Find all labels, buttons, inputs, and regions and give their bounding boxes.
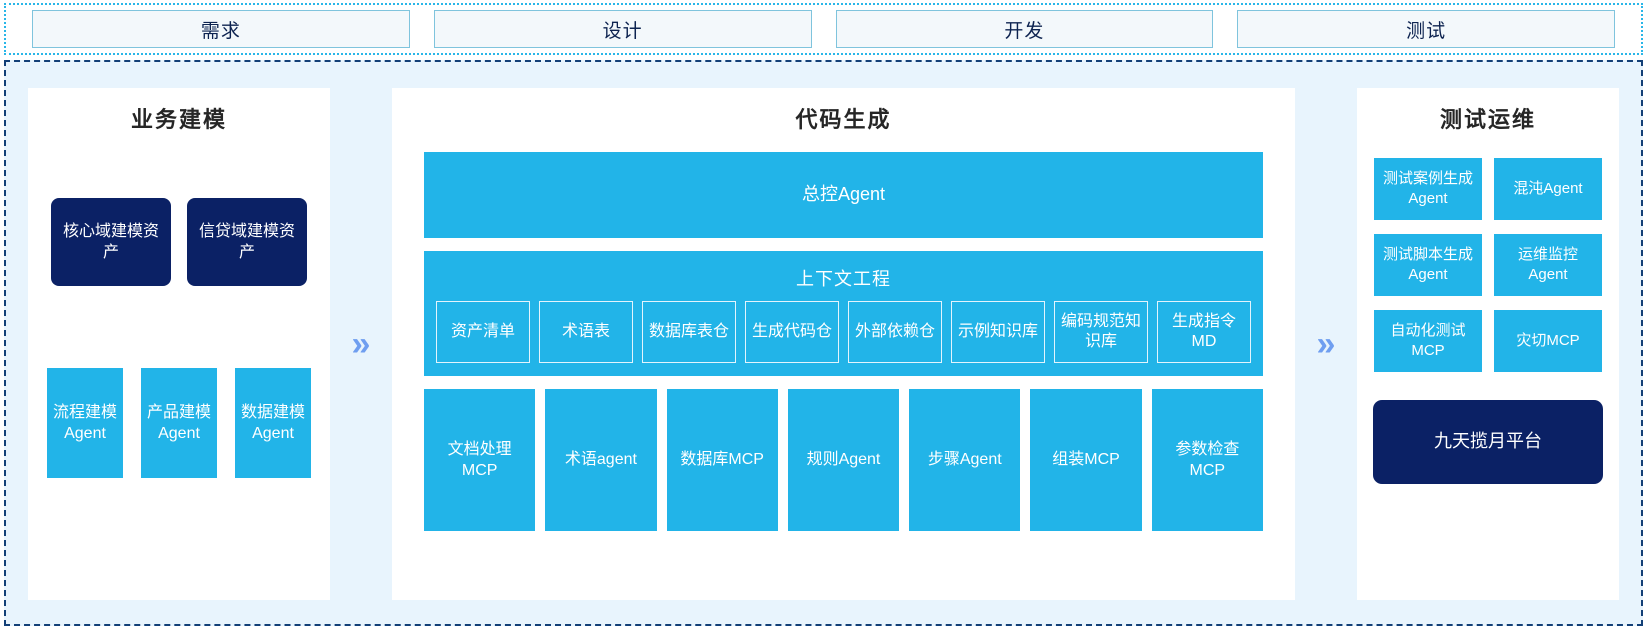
tool-card-glossary-agent[interactable]: 术语agent — [545, 389, 657, 531]
card-label: 组装MCP — [1052, 451, 1120, 469]
card-label: 生成指令MD — [1171, 313, 1236, 350]
platform-card-wrapper: 九天揽月平台 — [1373, 400, 1603, 484]
card-label: 运维监控Agent — [1517, 246, 1578, 283]
card-label: 术语表 — [561, 323, 610, 340]
card-label: 外部依赖仓 — [854, 323, 935, 340]
context-item-glossary[interactable]: 术语表 — [539, 301, 633, 363]
phase-label: 设计 — [602, 20, 643, 42]
card-label: 九天揽月平台 — [1434, 431, 1542, 452]
chevron-right-icon-2: » — [1295, 88, 1357, 600]
master-agent-bar[interactable]: 总控Agent — [424, 152, 1263, 238]
phase-label: 开发 — [1004, 20, 1045, 42]
asset-card-core-domain[interactable]: 核心域建模资产 — [51, 198, 171, 286]
phase-box-testing[interactable]: 测试 — [1237, 10, 1615, 48]
phase-strip: 需求 设计 开发 测试 — [4, 3, 1643, 55]
agent-card-test-script-generation[interactable]: 测试脚本生成Agent — [1374, 234, 1482, 296]
agent-card-ops-monitoring[interactable]: 运维监控Agent — [1494, 234, 1602, 296]
tool-card-rule-agent[interactable]: 规则Agent — [787, 389, 900, 531]
card-label: 测试案例生成Agent — [1382, 170, 1473, 207]
agent-card-chaos[interactable]: 混沌Agent — [1494, 158, 1602, 220]
card-label: 产品建模Agent — [147, 403, 212, 442]
panel-test-operations: 测试运维 测试案例生成Agent 混沌Agent 测试脚本生成Agent 运维监… — [1357, 88, 1619, 600]
test-ops-grid: 测试案例生成Agent 混沌Agent 测试脚本生成Agent 运维监控Agen… — [1374, 158, 1602, 372]
context-item-example-knowledge-base[interactable]: 示例知识库 — [951, 301, 1045, 363]
agent-card-test-case-generation[interactable]: 测试案例生成Agent — [1374, 158, 1482, 220]
business-agents-row: 流程建模Agent 产品建模Agent 数据建模Agent — [47, 368, 311, 478]
panel-title: 代码生成 — [795, 107, 892, 132]
context-items-row: 资产清单 术语表 数据库表仓 生成代码仓 外部依赖仓 — [436, 301, 1251, 363]
tools-row: 文档处理MCP 术语agent 数据库MCP 规则Agent 步骤Agent — [424, 389, 1263, 531]
phase-label: 需求 — [200, 20, 241, 42]
phase-box-requirements[interactable]: 需求 — [32, 10, 410, 48]
context-engineering-block: 上下文工程 资产清单 术语表 数据库表仓 生成代码仓 — [424, 251, 1263, 376]
card-label: 混沌Agent — [1513, 180, 1583, 198]
agent-card-product-modeling[interactable]: 产品建模Agent — [141, 368, 217, 478]
tool-card-database-mcp[interactable]: 数据库MCP — [666, 389, 778, 531]
tool-card-step-agent[interactable]: 步骤Agent — [909, 389, 1021, 531]
tool-card-parameter-check-mcp[interactable]: 参数检查MCP — [1151, 389, 1263, 531]
card-label: 资产清单 — [450, 323, 515, 340]
card-label: 示例知识库 — [957, 323, 1038, 340]
agent-card-disaster-switch-mcp[interactable]: 灾切MCP — [1494, 310, 1602, 372]
card-label: 术语agent — [564, 451, 637, 469]
chevron-right-icon-1: » — [330, 88, 392, 600]
asset-card-credit-domain[interactable]: 信贷域建模资产 — [187, 198, 307, 286]
card-label: 数据库表仓 — [648, 323, 729, 340]
card-label: 数据库MCP — [680, 451, 764, 469]
code-generation-stack: 总控Agent 上下文工程 资产清单 术语表 数据库表仓 — [404, 152, 1283, 531]
card-label: 总控Agent — [801, 184, 886, 205]
context-item-external-dependency-repo[interactable]: 外部依赖仓 — [848, 301, 942, 363]
panel-code-generation: 代码生成 总控Agent 上下文工程 资产清单 术语表 — [392, 88, 1295, 600]
agent-card-data-modeling[interactable]: 数据建模Agent — [235, 368, 311, 478]
agent-card-automated-test-mcp[interactable]: 自动化测试MCP — [1374, 310, 1482, 372]
chevron-glyph: » — [1316, 325, 1336, 363]
panel-title: 业务建模 — [130, 107, 227, 132]
card-label: 核心域建模资产 — [62, 222, 159, 261]
context-item-asset-list[interactable]: 资产清单 — [436, 301, 530, 363]
card-label: 参数检查MCP — [1175, 440, 1240, 479]
card-label: 生成代码仓 — [751, 323, 832, 340]
context-item-coding-standard-knowledge-base[interactable]: 编码规范知识库 — [1054, 301, 1148, 363]
panel-title: 测试运维 — [1439, 107, 1536, 132]
card-label: 信贷域建模资产 — [198, 222, 295, 261]
phase-box-design[interactable]: 设计 — [433, 10, 812, 48]
tool-card-document-processing-mcp[interactable]: 文档处理MCP — [424, 389, 536, 531]
card-label: 数据建模Agent — [241, 403, 306, 442]
context-item-db-table-repo[interactable]: 数据库表仓 — [642, 301, 736, 363]
context-item-generated-code-repo[interactable]: 生成代码仓 — [745, 301, 839, 363]
main-region: 业务建模 核心域建模资产 信贷域建模资产 流程建模Agent 产品建模Agent… — [4, 60, 1643, 626]
card-label: 规则Agent — [806, 451, 881, 469]
tool-card-assembly-mcp[interactable]: 组装MCP — [1030, 389, 1142, 531]
phase-box-development[interactable]: 开发 — [835, 10, 1214, 48]
context-item-generation-instruction-md[interactable]: 生成指令MD — [1157, 301, 1251, 363]
card-label: 灾切MCP — [1516, 332, 1580, 350]
card-label: 自动化测试MCP — [1390, 322, 1466, 359]
context-engineering-title: 上下文工程 — [796, 269, 891, 289]
card-label: 文档处理MCP — [447, 440, 512, 479]
panel-business-modeling: 业务建模 核心域建模资产 信贷域建模资产 流程建模Agent 产品建模Agent… — [28, 88, 330, 600]
card-label: 步骤Agent — [927, 451, 1002, 469]
card-label: 编码规范知识库 — [1060, 313, 1141, 350]
agent-card-process-modeling[interactable]: 流程建模Agent — [47, 368, 123, 478]
card-label: 流程建模Agent — [53, 403, 118, 442]
card-label: 测试脚本生成Agent — [1382, 246, 1473, 283]
platform-card-jiutian-lanyue[interactable]: 九天揽月平台 — [1373, 400, 1603, 484]
business-assets-row: 核心域建模资产 信贷域建模资产 — [51, 198, 307, 286]
chevron-glyph: » — [351, 325, 371, 363]
phase-label: 测试 — [1406, 20, 1447, 42]
